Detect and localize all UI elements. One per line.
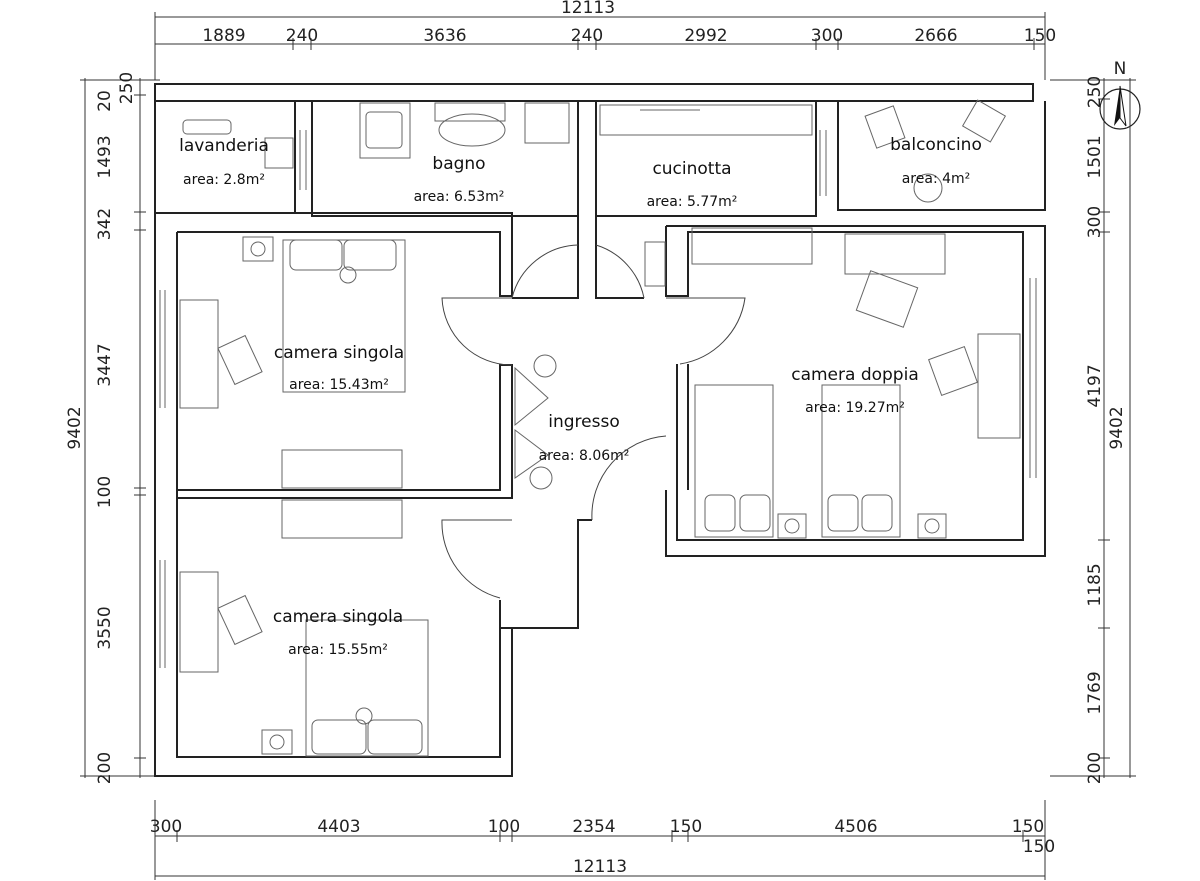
right-dimensions: 250 1501 300 4197 1185 1769 200 9402	[1050, 76, 1136, 784]
room-area-camera-singola-1: area: 15.43m²	[289, 377, 389, 393]
room-name-cucinotta: cucinotta	[652, 159, 731, 179]
bottom-dimensions: 300 4403 100 2354 150 4506 150 150 12113	[150, 800, 1055, 880]
top-total-dim: 12113	[561, 0, 615, 18]
bottom-dim-2: 4403	[317, 817, 360, 837]
bottom-dim-3: 100	[488, 817, 520, 837]
room-name-bagno: bagno	[432, 154, 485, 174]
room-name-camera-singola-2: camera singola	[273, 607, 403, 627]
room-bagno: bagno area: 6.53m²	[414, 154, 505, 205]
right-dim-4: 4197	[1085, 364, 1105, 407]
left-dim-7: 3550	[95, 606, 115, 649]
room-camera-singola-1: camera singola area: 15.43m²	[274, 343, 404, 393]
left-dim-5: 3447	[95, 343, 115, 386]
room-name-ingresso: ingresso	[548, 412, 619, 432]
room-balconcino: balconcino area: 4m²	[890, 135, 982, 187]
right-dim-5: 1185	[1085, 563, 1105, 606]
room-camera-singola-2: camera singola area: 15.55m²	[273, 607, 403, 658]
room-area-ingresso: area: 8.06m²	[539, 448, 630, 464]
room-area-bagno: area: 6.53m²	[414, 189, 505, 205]
room-lavanderia: lavanderia area: 2.8m²	[179, 136, 269, 188]
furniture	[179, 99, 1021, 757]
bottom-total-dim: 12113	[573, 857, 627, 877]
bottom-dim-5: 150	[670, 817, 702, 837]
right-dim-6: 1769	[1085, 671, 1105, 714]
room-name-lavanderia: lavanderia	[179, 136, 269, 156]
top-dim-5: 2992	[684, 26, 727, 46]
room-labels: lavanderia area: 2.8m² bagno area: 6.53m…	[179, 135, 982, 658]
room-name-camera-singola-1: camera singola	[274, 343, 404, 363]
top-dimensions: 12113 1889 240 3636 240 2992 300 2666 15…	[154, 0, 1056, 80]
left-dim-6: 100	[95, 476, 115, 508]
left-dim-1: 20	[95, 90, 115, 112]
top-dim-2: 240	[286, 26, 318, 46]
room-name-balconcino: balconcino	[890, 135, 982, 155]
bottom-dim-1: 300	[150, 817, 182, 837]
room-ingresso: ingresso area: 8.06m²	[539, 412, 630, 464]
right-dim-1: 250	[1085, 76, 1105, 108]
room-cucinotta: cucinotta area: 5.77m²	[647, 159, 738, 210]
top-dim-8: 150	[1024, 26, 1056, 46]
bottom-dim-extra: 150	[1023, 837, 1055, 857]
north-compass-icon: N	[1099, 59, 1141, 130]
room-name-camera-doppia: camera doppia	[791, 365, 919, 385]
left-dim-4: 342	[95, 208, 115, 240]
left-dimensions: 20 250 1493 342 3447 100 3550 200 9402	[65, 72, 160, 784]
left-total-dim: 9402	[65, 406, 85, 449]
room-area-lavanderia: area: 2.8m²	[183, 172, 265, 188]
room-area-camera-doppia: area: 19.27m²	[805, 400, 905, 416]
room-camera-doppia: camera doppia area: 19.27m²	[791, 365, 919, 416]
bottom-dim-7: 150	[1012, 817, 1044, 837]
doors	[441, 244, 746, 599]
left-dim-3: 1493	[95, 135, 115, 178]
room-area-balconcino: area: 4m²	[902, 171, 971, 187]
left-dim-8: 200	[95, 752, 115, 784]
top-dim-3: 3636	[423, 26, 466, 46]
right-dim-3: 300	[1085, 206, 1105, 238]
walls	[154, 83, 1046, 777]
top-dim-7: 2666	[914, 26, 957, 46]
bottom-dim-4: 2354	[572, 817, 615, 837]
compass-label: N	[1114, 59, 1127, 79]
top-dim-1: 1889	[202, 26, 245, 46]
top-dim-6: 300	[811, 26, 843, 46]
right-total-dim: 9402	[1107, 406, 1127, 449]
room-area-cucinotta: area: 5.77m²	[647, 194, 738, 210]
bottom-dim-6: 4506	[834, 817, 877, 837]
top-dim-4: 240	[571, 26, 603, 46]
room-area-camera-singola-2: area: 15.55m²	[288, 642, 388, 658]
right-dim-7: 200	[1085, 752, 1105, 784]
left-dim-2: 250	[117, 72, 137, 104]
right-dim-2: 1501	[1085, 135, 1105, 178]
